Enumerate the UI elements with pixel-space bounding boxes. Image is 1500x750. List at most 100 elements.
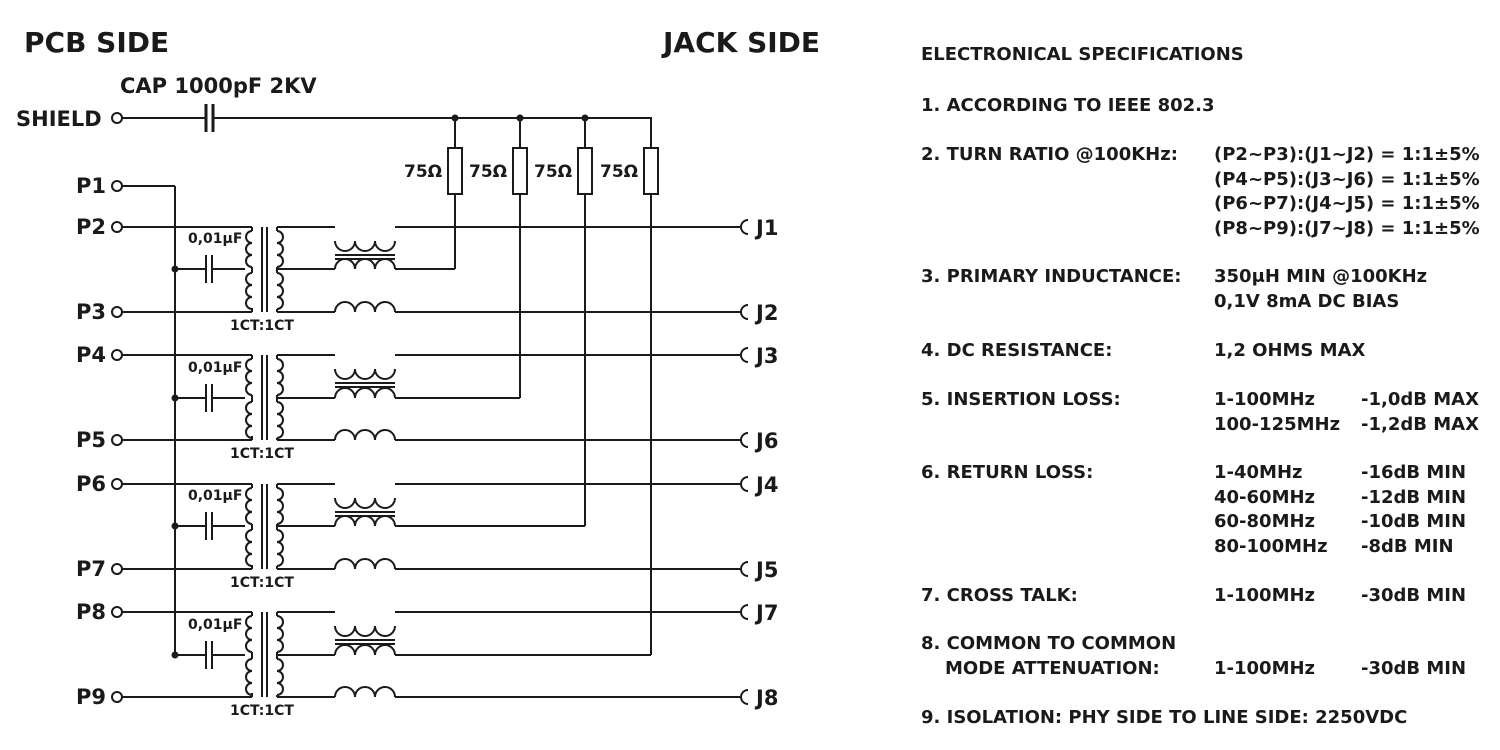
choke-winding-mid (334, 644, 396, 656)
transformer-secondary-coil (276, 230, 284, 268)
magnetics-schematic: PCB SIDE JACK SIDE CAP 1000pF 2KV SHIELD… (16, 26, 820, 719)
choke-winding-mid (334, 258, 396, 270)
choke-winding-bottom (334, 558, 396, 570)
center-tap-cap-label: 0,01μF (188, 231, 242, 247)
resistor-value-label: 75Ω (404, 162, 442, 182)
spec-item-3-value: 350μH MIN @100KHz (1214, 266, 1428, 287)
pin-label-p7: P7 (76, 557, 106, 581)
termination-resistor (512, 147, 528, 195)
pin-terminal-p9 (111, 691, 123, 703)
resistor-value-label: 75Ω (534, 162, 572, 182)
center-tap-cap-label: 0,01μF (188, 488, 242, 504)
choke-winding-top (334, 240, 396, 252)
jack-terminal (740, 476, 749, 492)
pin-label-p4: P4 (76, 343, 106, 367)
pin-label-p6: P6 (76, 472, 106, 496)
pin-terminal-p4 (111, 349, 123, 361)
jack-label-j4: J4 (754, 473, 778, 497)
transformer-ratio-label: 1CT:1CT (230, 318, 294, 334)
spec-item-6-range: 60-80MHz (1214, 511, 1316, 532)
transformer-secondary-coil (276, 615, 284, 653)
spec-item-1-label: 1. ACCORDING TO IEEE 802.3 (921, 95, 1215, 116)
jack-label-j2: J2 (754, 301, 778, 325)
transformer-secondary-coil (276, 358, 284, 396)
jack-terminal (740, 689, 749, 705)
transformer-primary-coil (245, 358, 253, 396)
spec-item-6-range: 1-40MHz (1214, 462, 1303, 483)
choke-winding-top (334, 625, 396, 637)
spec-item-6-limit: -12dB MIN (1361, 486, 1467, 508)
shield-terminal (111, 112, 123, 124)
spec-item-6-range: 80-100MHz (1214, 535, 1328, 557)
choke-winding-top (334, 368, 396, 380)
transformer-ratio-label: 1CT:1CT (230, 575, 294, 591)
jack-label-j5: J5 (754, 558, 778, 582)
spec-item-2-value: (P8~P9):(J7~J8) = 1:1±5% (1214, 217, 1480, 239)
choke-winding-mid (334, 515, 396, 527)
jack-label-j1: J1 (754, 216, 778, 240)
spec-item-5-range: 100-125MHz (1214, 413, 1341, 435)
termination-resistor (447, 147, 463, 195)
choke-winding-bottom (334, 301, 396, 313)
shield-label: SHIELD (16, 107, 102, 131)
transformer-primary-coil (245, 529, 253, 567)
spec-item-6-range: 40-60MHz (1214, 486, 1316, 508)
pin-label-p1: P1 (76, 174, 106, 198)
center-tap-cap-label: 0,01μF (188, 617, 242, 633)
pin-terminal-p8 (111, 606, 123, 618)
jack-terminal (740, 561, 749, 577)
center-tap-cap-label: 0,01μF (188, 360, 242, 376)
transformer-secondary-coil (276, 658, 284, 696)
termination-resistor (577, 147, 593, 195)
spec-item-4-label: 4. DC RESISTANCE: (921, 340, 1113, 361)
spec-item-8-label-cont: MODE ATTENUATION: (945, 657, 1160, 679)
spec-item-6-limit: -8dB MIN (1361, 535, 1454, 557)
jack-side-title: JACK SIDE (661, 26, 820, 59)
pin-terminal-p6 (111, 478, 123, 490)
transformer-secondary-coil (276, 272, 284, 310)
transformer-ratio-label: 1CT:1CT (230, 446, 294, 462)
transformer-primary-coil (245, 401, 253, 439)
transformer-primary-coil (245, 658, 253, 696)
spec-item-6-label: 6. RETURN LOSS: (921, 462, 1094, 483)
jack-label-j3: J3 (754, 344, 778, 368)
spec-item-2-value: (P6~P7):(J4~J5) = 1:1±5% (1214, 193, 1480, 214)
transformer-ratio-label: 1CT:1CT (230, 703, 294, 719)
spec-title: ELECTRONICAL SPECIFICATIONS (921, 44, 1244, 65)
transformer-primary-coil (245, 487, 253, 525)
jack-label-j7: J7 (754, 601, 778, 625)
spec-item-3-label: 3. PRIMARY INDUCTANCE: (921, 266, 1182, 287)
spec-item-3-value: 0,1V 8mA DC BIAS (1214, 290, 1400, 312)
transformer-primary-coil (245, 272, 253, 310)
choke-winding-bottom (334, 686, 396, 698)
spec-item-7-limit: -30dB MIN (1361, 585, 1467, 606)
pin-label-p2: P2 (76, 215, 106, 239)
spec-item-9-label: 9. ISOLATION: PHY SIDE TO LINE SIDE: 225… (921, 707, 1408, 728)
spec-item-4-value: 1,2 OHMS MAX (1214, 340, 1366, 361)
transformer-primary-coil (245, 615, 253, 653)
transformer-secondary-coil (276, 401, 284, 439)
pin-terminal-p5 (111, 434, 123, 446)
resistor-value-label: 75Ω (600, 162, 638, 182)
spec-item-2-label: 2. TURN RATIO @100KHz: (921, 144, 1178, 165)
spec-item-2-value: (P2~P3):(J1~J2) = 1:1±5% (1214, 144, 1480, 165)
spec-item-8-range: 1-100MHz (1214, 657, 1316, 679)
pin-label-p8: P8 (76, 600, 106, 624)
choke-winding-bottom (334, 429, 396, 441)
pin-terminal-p2 (111, 221, 123, 233)
pin-label-p3: P3 (76, 300, 106, 324)
pin-terminal-p7 (111, 563, 123, 575)
pin-terminal-p1 (111, 180, 123, 192)
shield-cap-label: CAP 1000pF 2KV (120, 74, 317, 98)
spec-item-8-label: 8. COMMON TO COMMON (921, 633, 1177, 654)
spec-item-7-label: 7. CROSS TALK: (921, 585, 1078, 606)
spec-item-6-limit: -16dB MIN (1361, 462, 1467, 483)
spec-item-5-label: 5. INSERTION LOSS: (921, 389, 1121, 410)
pin-label-p5: P5 (76, 428, 106, 452)
jack-label-j6: J6 (754, 429, 778, 453)
spec-item-5-limit: -1,2dB MAX (1361, 413, 1479, 435)
transformer-secondary-coil (276, 529, 284, 567)
spec-item-5-range: 1-100MHz (1214, 389, 1316, 410)
spec-item-6-limit: -10dB MIN (1361, 511, 1467, 532)
jack-terminal (740, 347, 749, 363)
